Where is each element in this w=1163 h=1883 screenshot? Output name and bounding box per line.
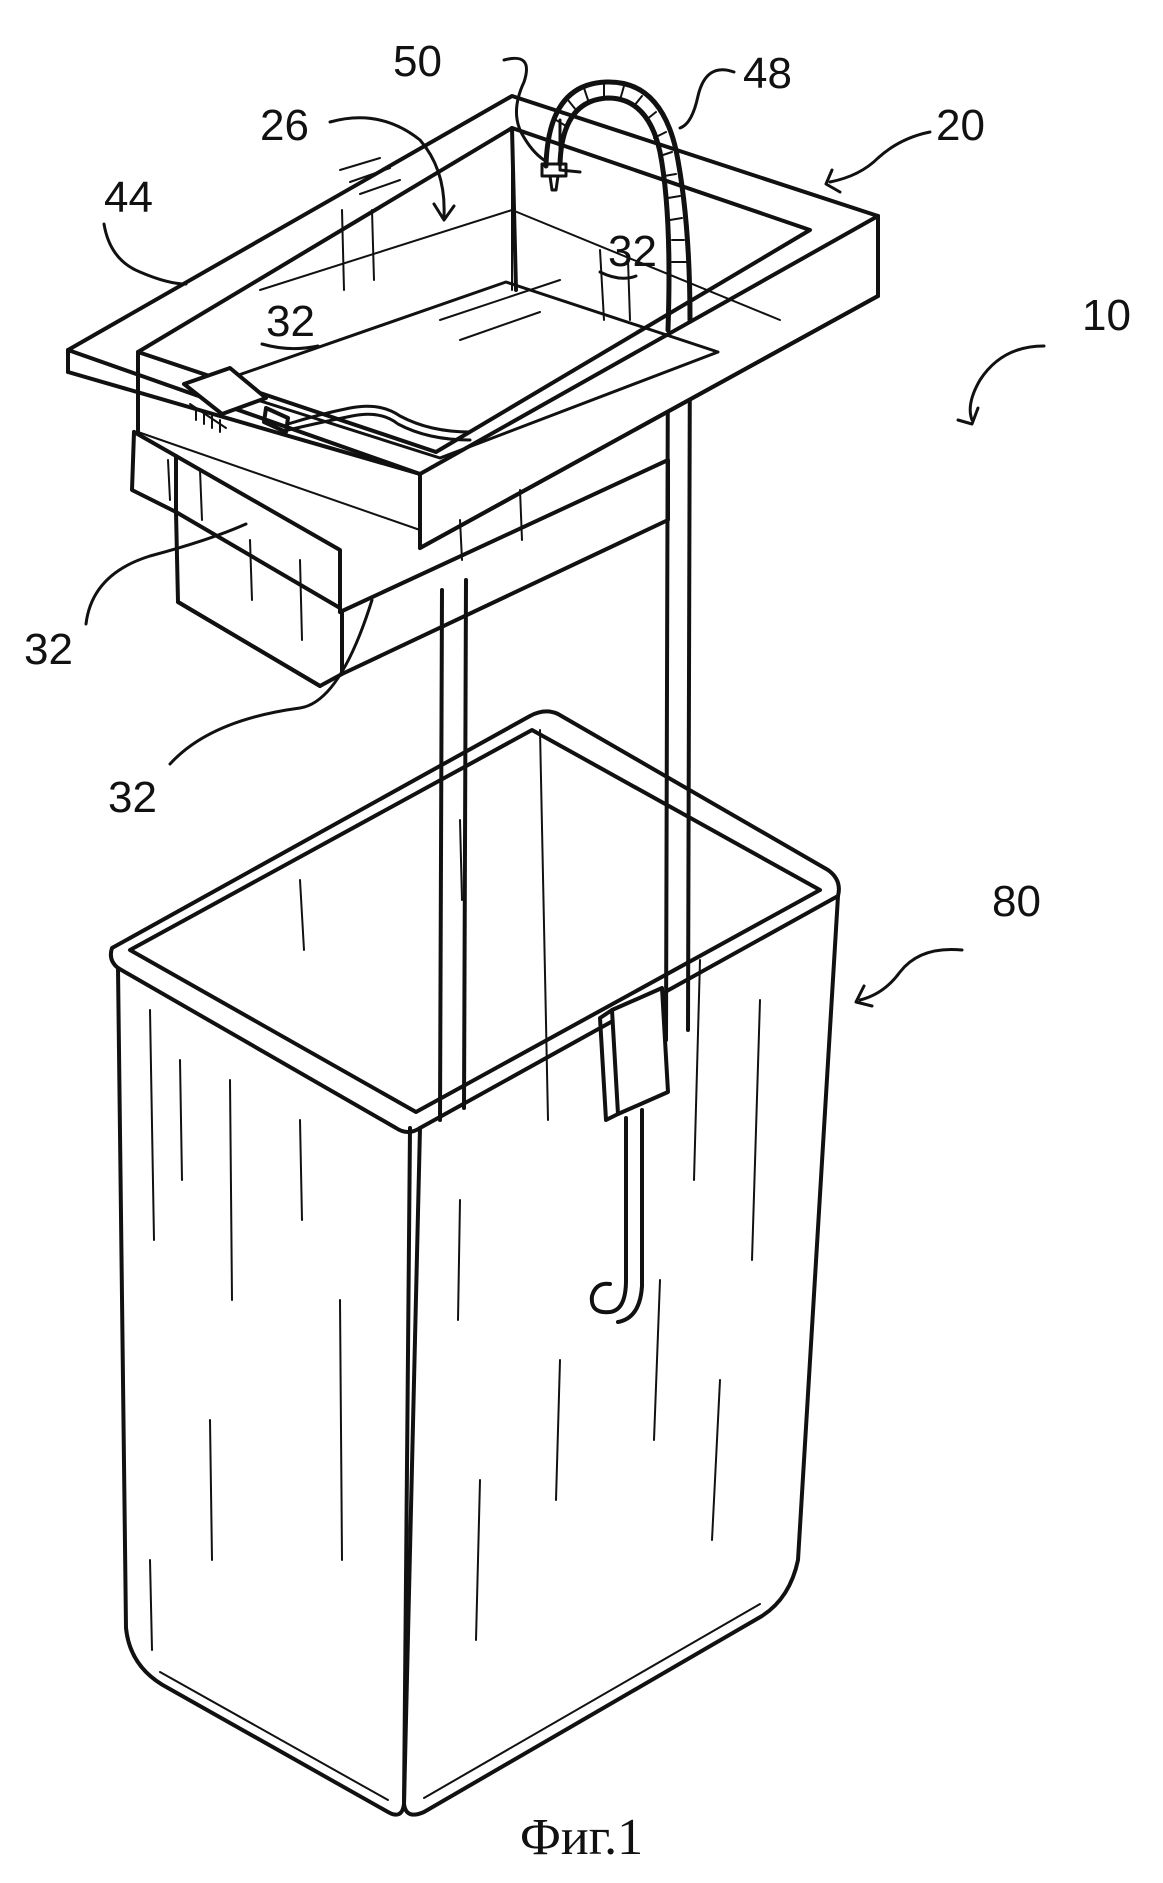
ref-label-20: 20 [936,104,985,148]
container-80 [111,711,839,1814]
ref-label-50: 50 [393,40,442,84]
hook-bracket [592,988,668,1322]
ref-label-32-lower: 32 [108,776,157,820]
ref-label-32-left: 32 [24,628,73,672]
ref-label-80: 80 [992,880,1041,924]
ref-label-26: 26 [260,104,309,148]
ref-label-48: 48 [743,52,792,96]
ref-label-10: 10 [1082,294,1131,338]
ref-label-44: 44 [104,176,153,220]
figure-caption: Фиг.1 [0,1808,1163,1867]
ref-label-32-top-right: 32 [608,230,657,274]
tray-assembly-20 [68,82,878,686]
ref-label-32-center: 32 [266,300,315,344]
